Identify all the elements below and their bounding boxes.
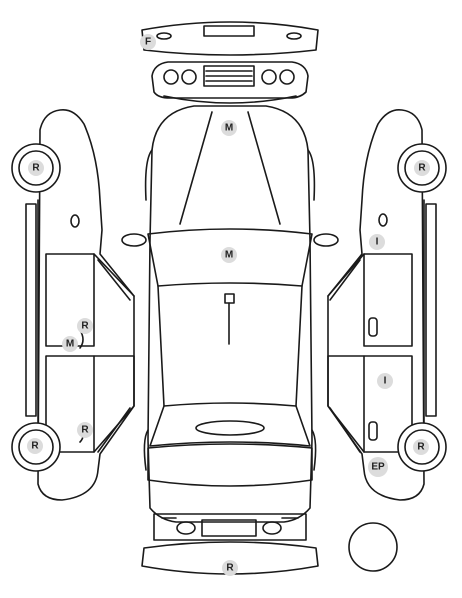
mark-roof: M [221,247,237,263]
mark-right-front-wheel: R [414,160,430,176]
mark-right-rear-door: I [377,373,393,389]
svg-text:M: M [66,339,74,350]
svg-text:EP: EP [371,462,385,473]
mark-hood: M [221,120,237,136]
mark-front-bumper: F [140,34,156,50]
front-view [151,61,309,104]
svg-text:M: M [225,250,233,261]
svg-text:I: I [384,376,387,387]
fuel-cap-circle [348,522,398,572]
svg-text:R: R [31,441,39,452]
mark-right-front-door: I [369,234,385,250]
svg-text:F: F [145,37,151,48]
mark-left-rear-door: R [77,318,93,334]
svg-text:M: M [225,123,233,134]
mark-left-front-wheel: R [28,160,44,176]
svg-text:R: R [417,442,425,453]
mark-left-rear-quarter: R [77,422,93,438]
svg-text:R: R [32,163,40,174]
mark-left-rocker: M [62,336,78,352]
svg-text:R: R [81,321,89,332]
mark-rear-bumper: R [222,560,238,576]
svg-text:I: I [376,237,379,248]
svg-text:R: R [226,563,234,574]
car-top-view [121,105,339,523]
svg-text:R: R [81,425,89,436]
mark-left-rear-wheel: R [27,438,43,454]
mark-right-rear-wheel: R [413,439,429,455]
mark-right-rear-lower: EP [368,457,388,477]
svg-text:R: R [418,163,426,174]
rear-view [141,513,319,575]
front-bumper-view [141,21,319,56]
